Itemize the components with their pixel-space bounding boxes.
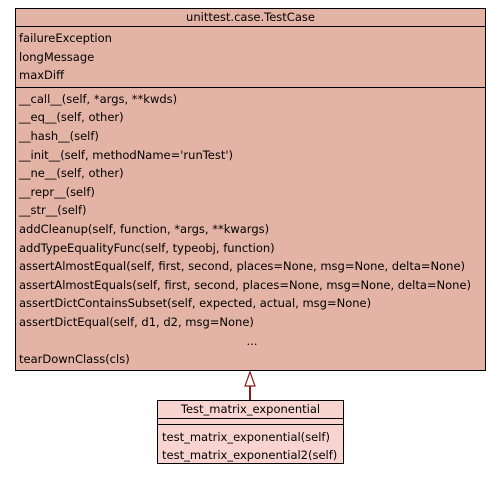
- method-row: __init__(self, methodName='runTest'): [19, 147, 234, 162]
- method-row: tearDownClass(cls): [19, 352, 130, 367]
- method-row: __ne__(self, other): [19, 166, 124, 181]
- inheritance-arrowhead: [244, 370, 256, 387]
- derived-class-attributes: [158, 419, 343, 425]
- method-row: __eq__(self, other): [19, 110, 124, 125]
- method-row: __str__(self): [19, 203, 87, 218]
- base-class-methods: __call__(self, *args, **kwds) __eq__(sel…: [16, 88, 485, 371]
- method-row: addTypeEqualityFunc(self, typeobj, funct…: [19, 240, 275, 255]
- method-row: __call__(self, *args, **kwds): [19, 91, 178, 106]
- derived-class-methods: test_matrix_exponential(self) test_matri…: [158, 425, 343, 466]
- attribute-row: maxDiff: [19, 68, 65, 83]
- method-row: test_matrix_exponential(self): [162, 430, 330, 444]
- base-class-attributes: failureException longMessage maxDiff: [16, 27, 485, 88]
- method-row: addCleanup(self, function, *args, **kwar…: [19, 221, 270, 236]
- attribute-row: longMessage: [19, 49, 95, 64]
- method-row: assertDictContainsSubset(self, expected,…: [19, 296, 372, 311]
- method-row: test_matrix_exponential2(self): [162, 448, 338, 462]
- methods-ellipsis: ...: [246, 333, 258, 348]
- derived-class-name: Test_matrix_exponential: [158, 401, 343, 419]
- method-row: __repr__(self): [19, 184, 95, 199]
- base-class-name: unittest.case.TestCase: [16, 9, 485, 27]
- method-row: assertDictEqual(self, d1, d2, msg=None): [19, 314, 254, 329]
- base-class-box[interactable]: unittest.case.TestCase failureException …: [15, 8, 486, 371]
- method-row: __hash__(self): [19, 128, 99, 143]
- derived-class-box[interactable]: Test_matrix_exponential test_matrix_expo…: [157, 400, 344, 464]
- method-row: assertAlmostEquals(self, first, second, …: [19, 277, 472, 292]
- method-row: assertAlmostEqual(self, first, second, p…: [19, 259, 466, 274]
- attribute-row: failureException: [19, 31, 112, 45]
